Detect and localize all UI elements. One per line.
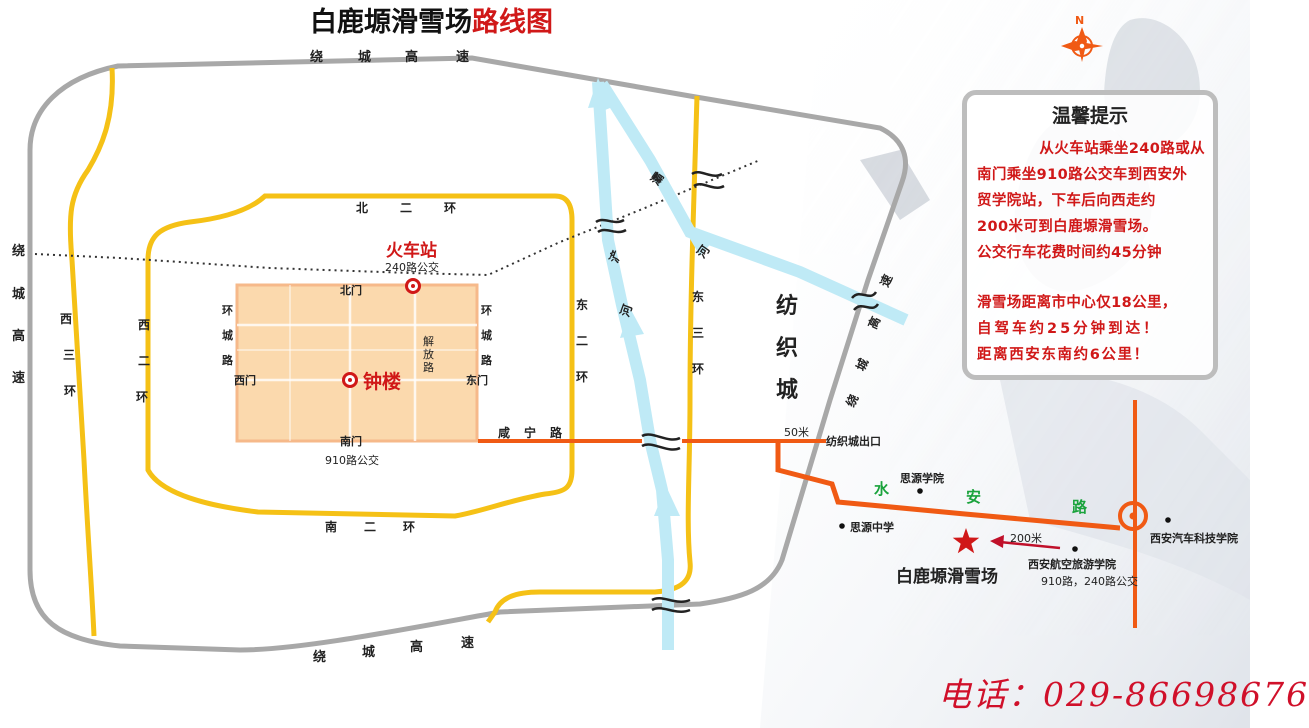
ring-road-west-label-1: 环 xyxy=(222,304,233,317)
xianning-road-label-3: 路 xyxy=(550,426,563,440)
east-second-ring-label-2: 二 xyxy=(576,334,589,348)
tip-line-3: 贸学院站，下车后向西走约 xyxy=(977,193,1156,209)
ring-highway-bottom-label-3: 高 xyxy=(410,640,424,655)
chan-river xyxy=(588,78,680,650)
route-map: 白鹿塬滑雪场路线图 N 绕 城 高 速 绕 城 高 速 绕 城 高 速 速 高 … xyxy=(12,0,1307,728)
ring-road-west-label-3: 路 xyxy=(222,354,233,367)
west-third-ring-label-1: 西 xyxy=(60,312,73,326)
train-station-label: 火车站 xyxy=(386,241,437,261)
orange-route xyxy=(478,400,1148,628)
north-gate-label: 北门 xyxy=(340,284,362,297)
ba-river xyxy=(596,80,909,326)
west-third-ring-label-3: 环 xyxy=(64,384,77,398)
compass-rose-icon xyxy=(1061,27,1103,62)
ski-resort-star-icon xyxy=(952,528,980,554)
south-second-ring-label-2: 二 xyxy=(364,520,377,534)
second-ring xyxy=(145,193,575,519)
shuian-road-label-1: 水 xyxy=(874,480,890,498)
ring-road-west-label-2: 城 xyxy=(222,329,233,342)
landmark-dots xyxy=(839,488,1171,552)
north-second-ring-label-1: 北 xyxy=(356,201,369,215)
ring-highway-left-label-1: 绕 xyxy=(12,244,26,259)
north-second-ring-label-2: 二 xyxy=(400,201,413,215)
south-second-ring-label-3: 环 xyxy=(403,520,416,534)
tip-line-1: 从火车站乘坐240路或从 xyxy=(1039,141,1205,157)
shuian-road-label-3: 路 xyxy=(1072,498,1088,516)
compass-north-label: N xyxy=(1075,14,1085,27)
map-title-accent: 路线图 xyxy=(472,7,553,38)
siyuan-college-label: 思源学院 xyxy=(900,472,944,485)
tip-heading: 温馨提示 xyxy=(1051,105,1128,127)
ring-highway-bottom-label-2: 城 xyxy=(362,645,376,660)
textile-city-label-2: 织 xyxy=(776,336,799,361)
tip-line-4: 200米可到白鹿塬滑雪场。 xyxy=(977,219,1158,235)
xianning-road-label-2: 宁 xyxy=(524,426,537,440)
north-second-ring-label-3: 环 xyxy=(444,201,457,215)
bell-tower-marker xyxy=(342,372,358,388)
west-gate-label: 西门 xyxy=(234,374,256,387)
ring-highway-top-label-3: 高 xyxy=(405,50,419,65)
phone-number: 电话：029-86698676 xyxy=(938,675,1309,714)
west-third-ring-label-2: 三 xyxy=(63,348,76,362)
east-second-ring-label-1: 东 xyxy=(576,298,589,312)
map-title: 白鹿塬滑雪场路线图 xyxy=(310,0,553,39)
south-second-ring-label-1: 南 xyxy=(325,520,338,534)
distance-arrow xyxy=(990,535,1061,550)
distance-200m-label: 200米 xyxy=(1010,532,1042,545)
jiefang-road-label-1: 解 xyxy=(423,335,434,348)
textile-city-label-1: 纺 xyxy=(776,294,799,319)
ring-road-east-label-1: 环 xyxy=(481,304,492,317)
map-title-main: 白鹿塬滑雪场 xyxy=(310,7,472,38)
east-second-ring-label-3: 环 xyxy=(576,370,589,384)
ring-highway xyxy=(27,55,908,653)
aviation-college-label: 西安航空旅游学院 xyxy=(1028,558,1116,571)
west-second-ring-label-3: 环 xyxy=(136,390,149,404)
bus-240-label: 240路公交 xyxy=(385,261,439,274)
ring-highway-left-label-2: 城 xyxy=(12,287,26,302)
west-second-ring-label-2: 二 xyxy=(138,354,151,368)
ring-highway-bottom-label-1: 绕 xyxy=(313,650,327,665)
shuian-road-label-2: 安 xyxy=(966,488,982,506)
bridge-marks xyxy=(595,171,880,613)
train-station-marker xyxy=(405,278,421,294)
tip-line-6: 滑雪场距离市中心仅18公里， xyxy=(977,295,1177,311)
east-gate-label: 东门 xyxy=(466,374,488,387)
bus-910-label: 910路公交 xyxy=(325,454,379,467)
jiefang-road-label-3: 路 xyxy=(423,361,434,374)
ring-highway-top-label-4: 速 xyxy=(456,50,470,65)
ring-highway-bottom-label-4: 速 xyxy=(461,636,475,651)
tip-line-7: 自驾车约25分钟到达！ xyxy=(977,321,1161,337)
west-third-ring xyxy=(67,67,115,637)
tip-box: 温馨提示 从火车站乘坐240路或从 南门乘坐910路公交车到西安外 贸学院站，下… xyxy=(962,90,1218,380)
siyuan-middle-label: 思源中学 xyxy=(850,521,894,534)
jiefang-road-label-2: 放 xyxy=(423,348,434,361)
ring-highway-top-label-2: 城 xyxy=(358,50,372,65)
ring-highway-left-label-3: 高 xyxy=(12,329,26,344)
south-gate-label: 南门 xyxy=(340,435,362,448)
east-third-ring-label-2: 三 xyxy=(692,326,705,340)
ring-highway-left-label-4: 速 xyxy=(12,371,26,386)
ring-highway-top-label-1: 绕 xyxy=(310,50,324,65)
east-third-ring-label-3: 环 xyxy=(692,362,705,376)
aviation-buses-label: 910路，240路公交 xyxy=(1041,575,1138,588)
tip-line-8: 距离西安东南约6公里！ xyxy=(977,347,1150,363)
distance-50m-label: 50米 xyxy=(784,426,809,439)
tip-line-2: 南门乘坐910路公交车到西安外 xyxy=(977,167,1188,183)
ski-resort-label: 白鹿塬滑雪场 xyxy=(896,567,998,587)
tip-line-5: 公交行车花费时间约45分钟 xyxy=(977,245,1162,261)
city-wall xyxy=(235,283,479,443)
west-second-ring-label-1: 西 xyxy=(138,318,151,332)
xianning-road-label-1: 咸 xyxy=(498,426,511,440)
ring-road-east-label-3: 路 xyxy=(481,354,492,367)
east-third-ring-label-1: 东 xyxy=(692,290,705,304)
textile-city-label-3: 城 xyxy=(776,378,799,403)
textile-exit-label: 纺织城出口 xyxy=(826,435,881,448)
ring-road-east-label-2: 城 xyxy=(481,329,492,342)
bell-tower-label: 钟楼 xyxy=(363,371,402,393)
auto-college-label: 西安汽车科技学院 xyxy=(1150,532,1238,545)
